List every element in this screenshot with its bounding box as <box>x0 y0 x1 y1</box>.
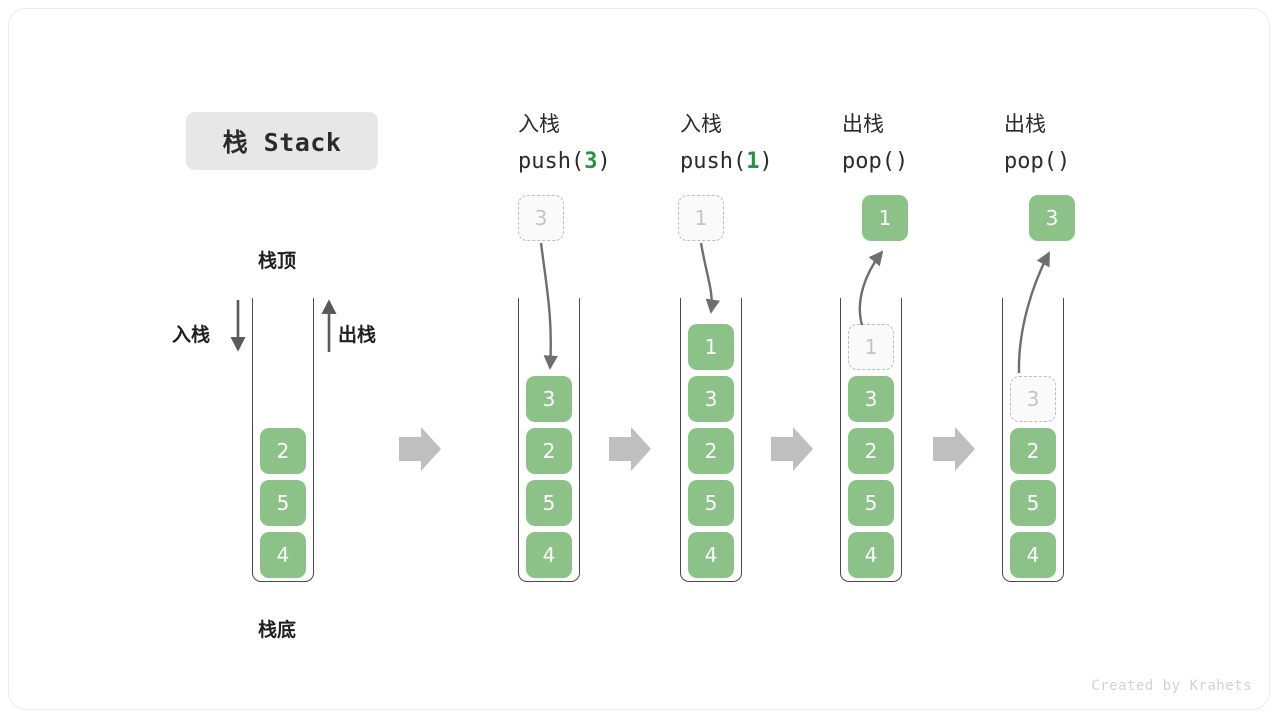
code-suffix: ) <box>597 149 611 174</box>
code-suffix: ) <box>894 149 909 174</box>
step-head-code-2: pop() <box>842 143 908 180</box>
stack-walls <box>518 298 580 582</box>
figure-title-chip: 栈 Stack <box>186 112 378 170</box>
stack-cell: 2 <box>848 428 894 474</box>
stack-cell-ghost: 3 <box>1010 376 1056 422</box>
stack-cell: 5 <box>260 480 306 526</box>
stack-cell: 2 <box>260 428 306 474</box>
stack-cell: 5 <box>848 480 894 526</box>
stack-cell: 4 <box>848 532 894 578</box>
stack-cells: 2 5 4 <box>252 428 314 578</box>
stack-cell: 3 <box>526 376 572 422</box>
figure-title: 栈 Stack <box>222 128 342 157</box>
code-arg: 3 <box>584 149 598 174</box>
step-head-0: 入栈 push(3) <box>518 106 611 180</box>
stack-cell-ghost: 1 <box>848 324 894 370</box>
step-head-code-1: push(1) <box>680 143 773 180</box>
stack-step-1: 1 3 2 5 4 <box>680 298 742 582</box>
stack-cell: 2 <box>688 428 734 474</box>
step-head-code-3: pop() <box>1004 143 1070 180</box>
stack-step-3: 3 2 5 4 <box>1002 298 1064 582</box>
float-box-value-2: 1 <box>878 206 892 230</box>
float-box-value-0: 3 <box>534 206 548 230</box>
base-push-label: 入栈 <box>172 325 211 346</box>
stack-walls <box>680 298 742 582</box>
stack-walls <box>840 298 902 582</box>
stack-cell: 4 <box>1010 532 1056 578</box>
stack-cell: 3 <box>688 376 734 422</box>
float-box-1: 1 <box>678 195 724 241</box>
stack-walls <box>1002 298 1064 582</box>
stack-cell: 5 <box>688 480 734 526</box>
stack-cell: 5 <box>1010 480 1056 526</box>
step-head-cn-2: 出栈 <box>842 112 884 136</box>
stack-cell: 2 <box>1010 428 1056 474</box>
stack-base: 2 5 4 <box>252 298 314 582</box>
stack-cell: 4 <box>688 532 734 578</box>
stack-bottom-label: 栈底 <box>258 620 297 641</box>
stack-cells: 3 2 5 4 <box>1002 376 1064 578</box>
float-box-value-1: 1 <box>694 206 708 230</box>
credit-text: Created by Krahets <box>1091 678 1252 694</box>
stack-cells: 1 3 2 5 4 <box>680 324 742 578</box>
code-suffix: ) <box>1056 149 1071 174</box>
float-box-0: 3 <box>518 195 564 241</box>
stack-step-0: 3 2 5 4 <box>518 298 580 582</box>
code-suffix: ) <box>759 149 773 174</box>
stack-cell: 5 <box>526 480 572 526</box>
step-head-cn-0: 入栈 <box>518 112 560 136</box>
step-head-cn-1: 入栈 <box>680 112 722 136</box>
base-pop-label: 出栈 <box>338 325 377 346</box>
stack-cell: 2 <box>526 428 572 474</box>
stack-cells: 3 2 5 4 <box>518 376 580 578</box>
stack-top-label: 栈顶 <box>258 251 297 272</box>
step-head-code-0: push(3) <box>518 143 611 180</box>
code-prefix: pop( <box>842 149 895 174</box>
stack-step-2: 1 3 2 5 4 <box>840 298 902 582</box>
stack-cell: 4 <box>526 532 572 578</box>
float-box-3: 3 <box>1029 195 1075 241</box>
step-head-2: 出栈 pop() <box>842 106 908 180</box>
step-head-3: 出栈 pop() <box>1004 106 1070 180</box>
float-box-2: 1 <box>862 195 908 241</box>
stack-cells: 1 3 2 5 4 <box>840 324 902 578</box>
code-arg: 1 <box>746 149 760 174</box>
step-head-1: 入栈 push(1) <box>680 106 773 180</box>
code-prefix: push( <box>518 149 585 174</box>
code-prefix: pop( <box>1004 149 1057 174</box>
step-head-cn-3: 出栈 <box>1004 112 1046 136</box>
stack-cell: 1 <box>688 324 734 370</box>
code-prefix: push( <box>680 149 747 174</box>
stack-cell: 3 <box>848 376 894 422</box>
stack-cell: 4 <box>260 532 306 578</box>
float-box-value-3: 3 <box>1045 206 1059 230</box>
stack-walls <box>252 298 314 582</box>
